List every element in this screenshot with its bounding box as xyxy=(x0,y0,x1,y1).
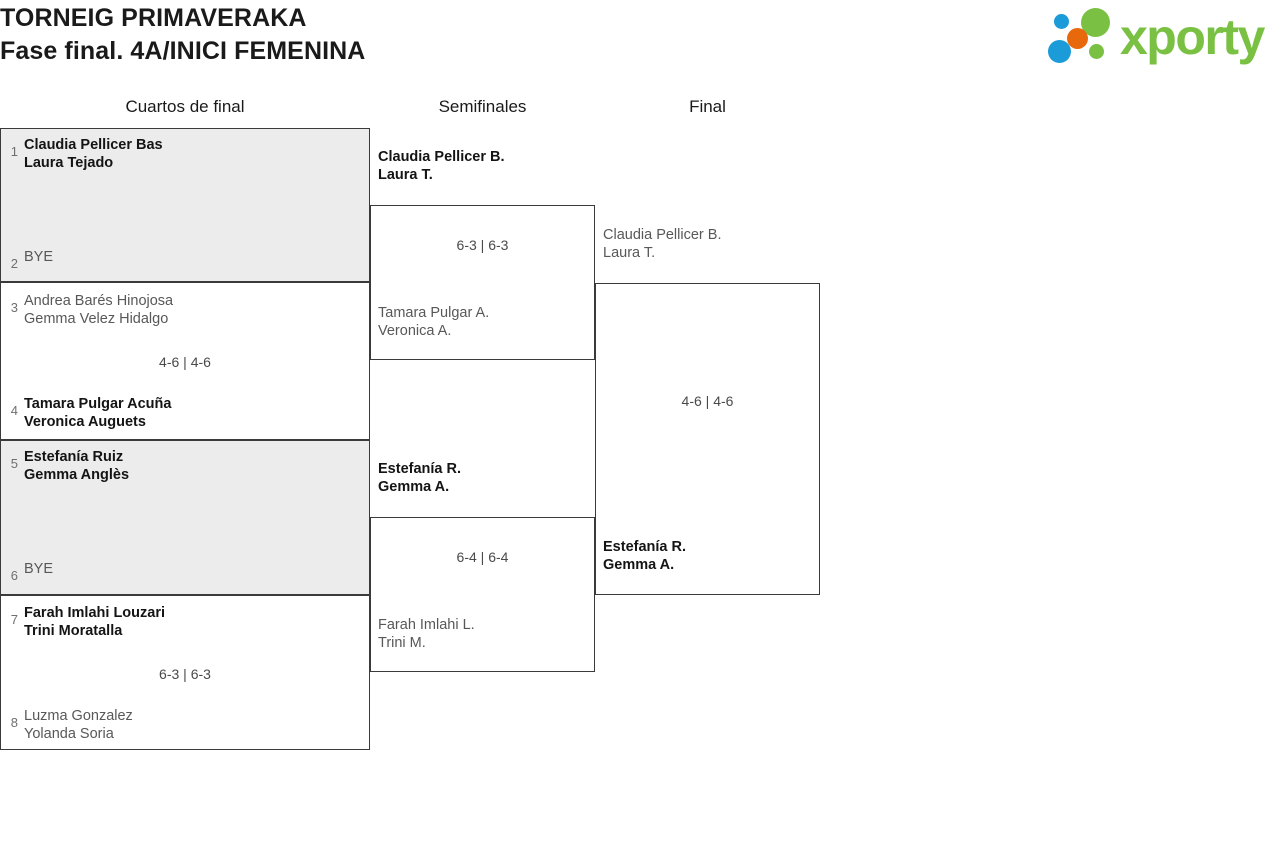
player-name: Veronica A. xyxy=(378,323,452,339)
bracket-team[interactable]: 3 Andrea Barés Hinojosa Gemma Velez Hida… xyxy=(2,292,173,328)
match-box-quarterfinal-3[interactable] xyxy=(0,440,370,595)
player-name: Trini M. xyxy=(378,635,426,651)
player-name: Farah Imlahi Louzari xyxy=(24,605,165,621)
bracket-team[interactable]: 5 Estefanía Ruiz Gemma Anglès xyxy=(2,448,129,484)
player-name: Estefanía R. xyxy=(378,461,461,477)
tournament-phase: Fase final. 4A/INICI FEMENINA xyxy=(0,37,366,65)
player-name: Claudia Pellicer Bas xyxy=(24,137,163,153)
match-box-quarterfinal-4[interactable] xyxy=(0,595,370,750)
player-name: BYE xyxy=(24,249,54,265)
player-name: Veronica Auguets xyxy=(24,414,146,430)
logo-dot-blue-large xyxy=(1048,40,1071,63)
player-name: Laura T. xyxy=(378,167,433,183)
team-players: BYE xyxy=(24,248,53,266)
player-name: Claudia Pellicer B. xyxy=(603,227,722,243)
player-name: Gemma A. xyxy=(603,557,675,573)
match-score: 6-3 | 6-3 xyxy=(456,237,509,253)
logo-dot-orange xyxy=(1067,28,1088,49)
player-name: Trini Moratalla xyxy=(24,623,123,639)
round-header-final: Final xyxy=(689,97,726,116)
player-name: Estefanía Ruiz xyxy=(24,449,124,465)
bracket-team[interactable]: 8 Luzma Gonzalez Yolanda Soria xyxy=(2,707,133,743)
match-score: 6-3 | 6-3 xyxy=(159,666,211,682)
bracket-team[interactable]: Farah Imlahi L. Trini M. xyxy=(370,616,475,652)
team-players: Farah Imlahi L. Trini M. xyxy=(370,616,475,652)
match-score: 4-6 | 4-6 xyxy=(681,393,734,409)
tournament-title-block: TORNEIG PRIMAVERAKA Fase final. 4A/INICI… xyxy=(0,2,365,68)
bracket-team[interactable]: Estefanía R. Gemma A. xyxy=(370,460,461,496)
logo-dot-green-small xyxy=(1089,44,1104,59)
match-score: 6-4 | 6-4 xyxy=(456,549,509,565)
match-box-semifinal-1[interactable] xyxy=(370,205,595,360)
xporty-logo[interactable]: xporty xyxy=(1048,6,1276,68)
team-players: Claudia Pellicer B. Laura T. xyxy=(595,226,721,262)
round-header-semifinals: Semifinales xyxy=(438,97,527,116)
player-name: Tamara Pulgar A. xyxy=(378,305,490,321)
bracket-team[interactable]: 1 Claudia Pellicer Bas Laura Tejado xyxy=(2,136,163,172)
team-players: Estefanía R. Gemma A. xyxy=(595,538,686,574)
player-name: Andrea Barés Hinojosa xyxy=(24,293,174,309)
player-name: Luzma Gonzalez xyxy=(24,708,133,724)
team-players: Claudia Pellicer Bas Laura Tejado xyxy=(24,136,163,172)
match-box-quarterfinal-2[interactable] xyxy=(0,282,370,440)
bracket-team[interactable]: 7 Farah Imlahi Louzari Trini Moratalla xyxy=(2,604,165,640)
bracket-team[interactable]: 4 Tamara Pulgar Acuña Veronica Auguets xyxy=(2,395,172,431)
seed-number: 5 xyxy=(10,456,18,471)
team-players: Luzma Gonzalez Yolanda Soria xyxy=(24,707,133,743)
player-name: Claudia Pellicer B. xyxy=(378,149,505,165)
player-name: Laura Tejado xyxy=(24,155,114,171)
player-name: BYE xyxy=(24,561,54,577)
player-name: Tamara Pulgar Acuña xyxy=(24,396,172,412)
bracket-team[interactable]: Tamara Pulgar A. Veronica A. xyxy=(370,304,489,340)
player-name: Laura T. xyxy=(603,245,656,261)
team-players: Estefanía R. Gemma A. xyxy=(370,460,461,496)
bracket-team-champion[interactable]: Estefanía R. Gemma A. xyxy=(595,538,686,574)
seed-number: 8 xyxy=(10,715,18,730)
logo-dots-icon xyxy=(1048,6,1124,68)
team-players: Claudia Pellicer B. Laura T. xyxy=(370,148,505,184)
bracket-team[interactable]: Claudia Pellicer B. Laura T. xyxy=(370,148,505,184)
player-name: Estefanía R. xyxy=(603,539,686,555)
seed-number: 1 xyxy=(10,144,18,159)
match-box-final[interactable] xyxy=(595,283,820,595)
team-players: Andrea Barés Hinojosa Gemma Velez Hidalg… xyxy=(24,292,173,328)
player-name: Gemma Anglès xyxy=(24,467,130,483)
player-name: Farah Imlahi L. xyxy=(378,617,475,633)
round-header-quarterfinals: Cuartos de final xyxy=(125,97,245,116)
team-players: Estefanía Ruiz Gemma Anglès xyxy=(24,448,129,484)
team-players: Tamara Pulgar A. Veronica A. xyxy=(370,304,489,340)
match-score: 4-6 | 4-6 xyxy=(159,354,211,370)
match-box-quarterfinal-1[interactable] xyxy=(0,128,370,282)
seed-number: 2 xyxy=(10,256,18,271)
logo-wordmark: xporty xyxy=(1120,9,1265,65)
player-name: Gemma A. xyxy=(378,479,450,495)
logo-dot-blue-small xyxy=(1054,14,1069,29)
bracket-team[interactable]: Claudia Pellicer B. Laura T. xyxy=(595,226,721,262)
seed-number: 4 xyxy=(10,403,18,418)
seed-number: 3 xyxy=(10,300,18,315)
team-players: Tamara Pulgar Acuña Veronica Auguets xyxy=(24,395,171,431)
seed-number: 7 xyxy=(10,612,18,627)
player-name: Yolanda Soria xyxy=(24,726,114,742)
page-header: TORNEIG PRIMAVERAKA Fase final. 4A/INICI… xyxy=(0,0,1280,80)
bracket-team[interactable]: 6 BYE xyxy=(2,560,53,582)
match-box-semifinal-2[interactable] xyxy=(370,517,595,672)
team-players: Farah Imlahi Louzari Trini Moratalla xyxy=(24,604,165,640)
seed-number: 6 xyxy=(10,568,18,583)
bracket-team[interactable]: 2 BYE xyxy=(2,248,53,270)
team-players: BYE xyxy=(24,560,53,578)
player-name: Gemma Velez Hidalgo xyxy=(24,311,169,327)
tournament-name: TORNEIG PRIMAVERAKA xyxy=(0,4,307,32)
